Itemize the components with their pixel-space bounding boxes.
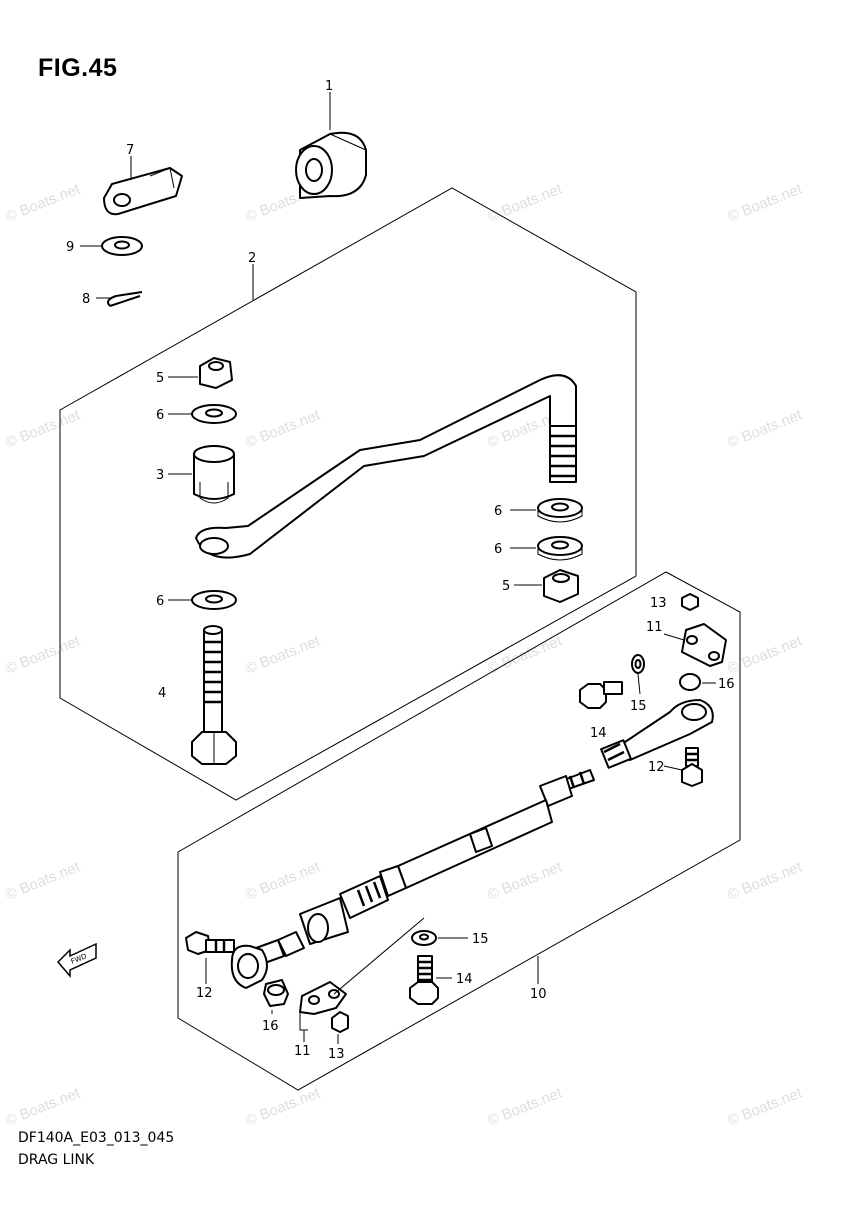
callout-9: 9 — [66, 240, 74, 255]
callout-5b: 5 — [502, 579, 510, 594]
part-4-bolt[interactable] — [191, 625, 237, 765]
callout-16b: 16 — [262, 1019, 279, 1034]
part-6-washer[interactable] — [191, 404, 237, 424]
part-11-plate[interactable] — [681, 623, 727, 667]
leader-line — [637, 673, 641, 695]
figure-name: DRAG LINK — [18, 1152, 95, 1168]
watermark: © Boats.net — [243, 406, 323, 452]
callout-6c: 6 — [494, 542, 502, 557]
part-2-drag-link-rod[interactable] — [195, 374, 577, 559]
watermark: © Boats.net — [243, 1084, 323, 1130]
part-13-nut[interactable] — [681, 593, 699, 611]
callout-11b: 11 — [294, 1044, 311, 1059]
part-6-washer[interactable] — [191, 590, 237, 610]
callout-2: 2 — [248, 251, 256, 266]
watermark: © Boats.net — [485, 1084, 565, 1130]
callout-15a: 15 — [630, 699, 647, 714]
part-16-bushing[interactable] — [679, 673, 701, 691]
leader-line — [663, 765, 683, 771]
part-16-bushing[interactable] — [263, 979, 289, 1007]
callout-11a: 11 — [646, 620, 663, 635]
watermark: © Boats.net — [243, 632, 323, 678]
watermark: © Boats.net — [3, 406, 83, 452]
part-3-collar[interactable] — [193, 445, 235, 504]
figure-title: FIG.45 — [38, 54, 118, 82]
callout-6d: 6 — [156, 594, 164, 609]
part-6-washer[interactable] — [537, 536, 583, 561]
callout-1: 1 — [325, 79, 333, 94]
part-12-bolt[interactable] — [681, 747, 703, 787]
part-15-washer[interactable] — [631, 654, 645, 674]
part-12-bolt[interactable] — [185, 931, 235, 955]
callout-13b: 13 — [328, 1047, 345, 1062]
part-7-bracket[interactable] — [103, 167, 183, 216]
figure-code: DF140A_E03_013_045 — [18, 1130, 175, 1146]
watermark-grid: © Boats.net © Boats.net © Boats.net © Bo… — [3, 180, 805, 1130]
fwd-arrow-icon: FWD — [56, 942, 97, 979]
callout-14b: 14 — [456, 972, 473, 987]
watermark: © Boats.net — [3, 632, 83, 678]
callout-6a: 6 — [156, 408, 164, 423]
watermark: © Boats.net — [725, 858, 805, 904]
part-8-cotter-pin[interactable] — [107, 291, 143, 307]
callout-3: 3 — [156, 468, 164, 483]
callout-8: 8 — [82, 292, 90, 307]
part-6-washer[interactable] — [537, 498, 583, 523]
callout-10: 10 — [530, 987, 547, 1002]
callout-12a: 12 — [648, 760, 665, 775]
threaded-end — [549, 425, 577, 483]
part-12-bolt[interactable] — [579, 681, 623, 709]
part-13-nut[interactable] — [331, 1011, 349, 1033]
callout-13a: 13 — [650, 596, 667, 611]
watermark: © Boats.net — [243, 858, 323, 904]
watermark: © Boats.net — [485, 858, 565, 904]
part-9-washer[interactable] — [101, 236, 143, 256]
watermark: © Boats.net — [3, 1084, 83, 1130]
callout-4: 4 — [158, 686, 166, 701]
callout-12b: 12 — [196, 986, 213, 1001]
callout-15b: 15 — [472, 932, 489, 947]
watermark: © Boats.net — [725, 180, 805, 226]
assembly-axis-line — [333, 917, 425, 995]
assembly-box-lower — [177, 571, 741, 1091]
part-5-nut[interactable] — [543, 569, 579, 603]
callout-14a: 14 — [590, 726, 607, 741]
part-16-rod-end[interactable] — [230, 944, 268, 989]
callout-6b: 6 — [494, 504, 502, 519]
watermark: © Boats.net — [3, 180, 83, 226]
watermark: © Boats.net — [725, 1084, 805, 1130]
assembly-box-upper — [59, 187, 637, 801]
callout-5a: 5 — [156, 371, 164, 386]
part-14-bolt[interactable] — [409, 955, 439, 1005]
part-5-nut[interactable] — [199, 357, 233, 389]
watermark: © Boats.net — [725, 406, 805, 452]
watermark: © Boats.net — [725, 632, 805, 678]
part-15-washer[interactable] — [411, 930, 437, 946]
part-1-grommet[interactable] — [295, 131, 367, 199]
part-14-push-pull-cable[interactable] — [255, 699, 714, 965]
callout-16a: 16 — [718, 677, 735, 692]
watermark: © Boats.net — [485, 180, 565, 226]
leader-line — [663, 633, 685, 641]
watermark: © Boats.net — [3, 858, 83, 904]
watermark: © Boats.net — [485, 632, 565, 678]
callout-7: 7 — [126, 143, 134, 158]
